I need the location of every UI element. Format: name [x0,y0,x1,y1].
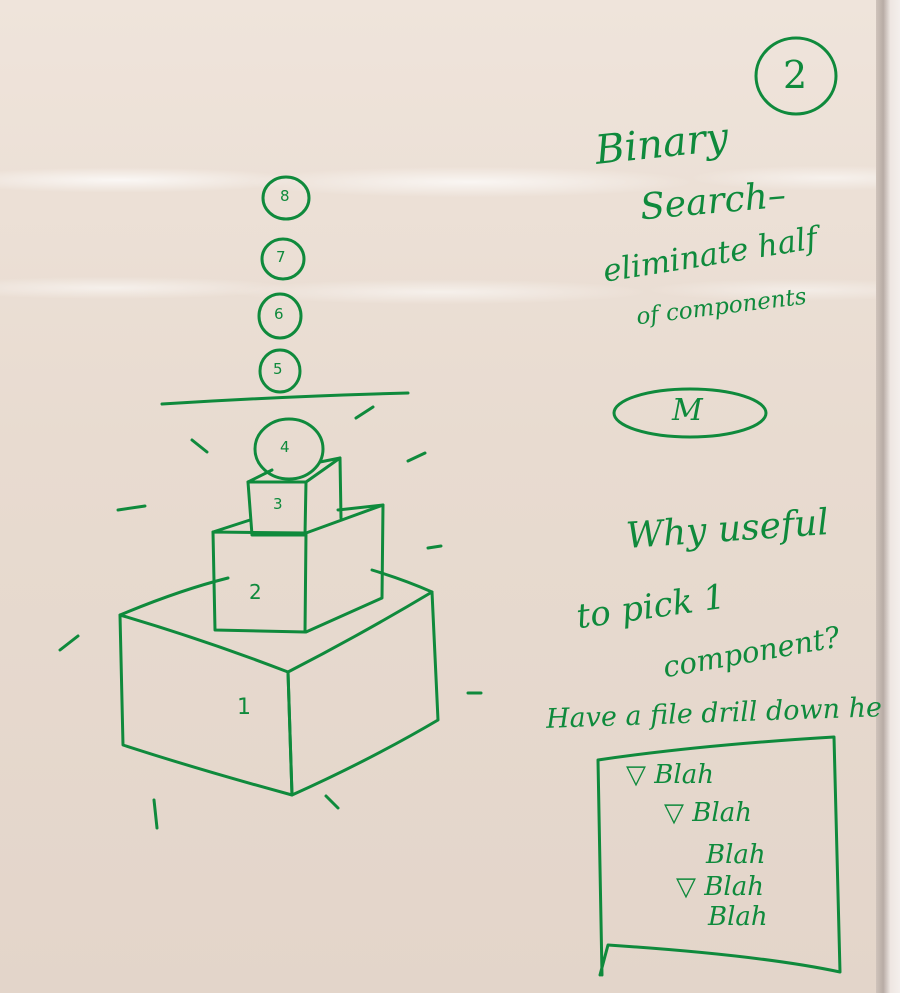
box-2-side [304,503,385,634]
circle-4-label: 4 [280,438,290,456]
divider-line [160,391,410,406]
circle-4 [253,417,325,481]
box-3-label: 3 [273,495,283,513]
box-3-side [304,456,343,520]
circle-7-label: 7 [276,248,286,266]
page-number-circle [754,36,838,116]
whiteboard-frame-edge [876,0,900,993]
box-2-label: 2 [249,580,262,604]
ray-stroke [116,504,147,512]
ray-stroke [152,798,159,830]
page-number: 2 [783,53,808,97]
ray-stroke [426,544,443,550]
ray-stroke [354,405,375,420]
box-1-top [118,568,434,617]
circle-6 [257,292,303,340]
triangle-icon: ▽ [664,798,684,828]
triangle-icon: ▽ [626,760,646,790]
tree-item-label: Blah [704,872,764,902]
box-1-front [118,613,294,797]
oval-label: M [672,393,703,428]
triangle-icon: ▽ [676,872,696,902]
ray-stroke [324,794,340,810]
tree-item: Blah [706,842,766,868]
tree-item: Blah [708,904,768,930]
circle-5-label: 5 [273,360,283,378]
ray-stroke [58,634,80,652]
box-2-top [211,503,385,534]
circle-7 [260,237,306,281]
circle-8-label: 8 [280,187,290,205]
circle-8 [261,175,311,221]
tree-item-label: Blah [692,798,752,828]
tree-item-label: Blah [706,840,766,870]
tree-item: ▽ Blah [626,762,714,788]
tree-item: ▽ Blah [664,800,752,826]
circle-6-label: 6 [274,305,284,323]
tree-item-label: Blah [654,760,714,790]
tree-item: ▽ Blah [676,874,764,900]
oval [612,387,768,439]
tree-item-label: Blah [708,902,768,932]
box-1-label: 1 [237,695,251,720]
box-3-front [246,480,308,537]
ray-stroke [190,438,209,454]
box-1-side [286,590,440,797]
ray-stroke [406,451,427,463]
drilldown-box [596,735,842,977]
circle-5 [258,348,302,394]
